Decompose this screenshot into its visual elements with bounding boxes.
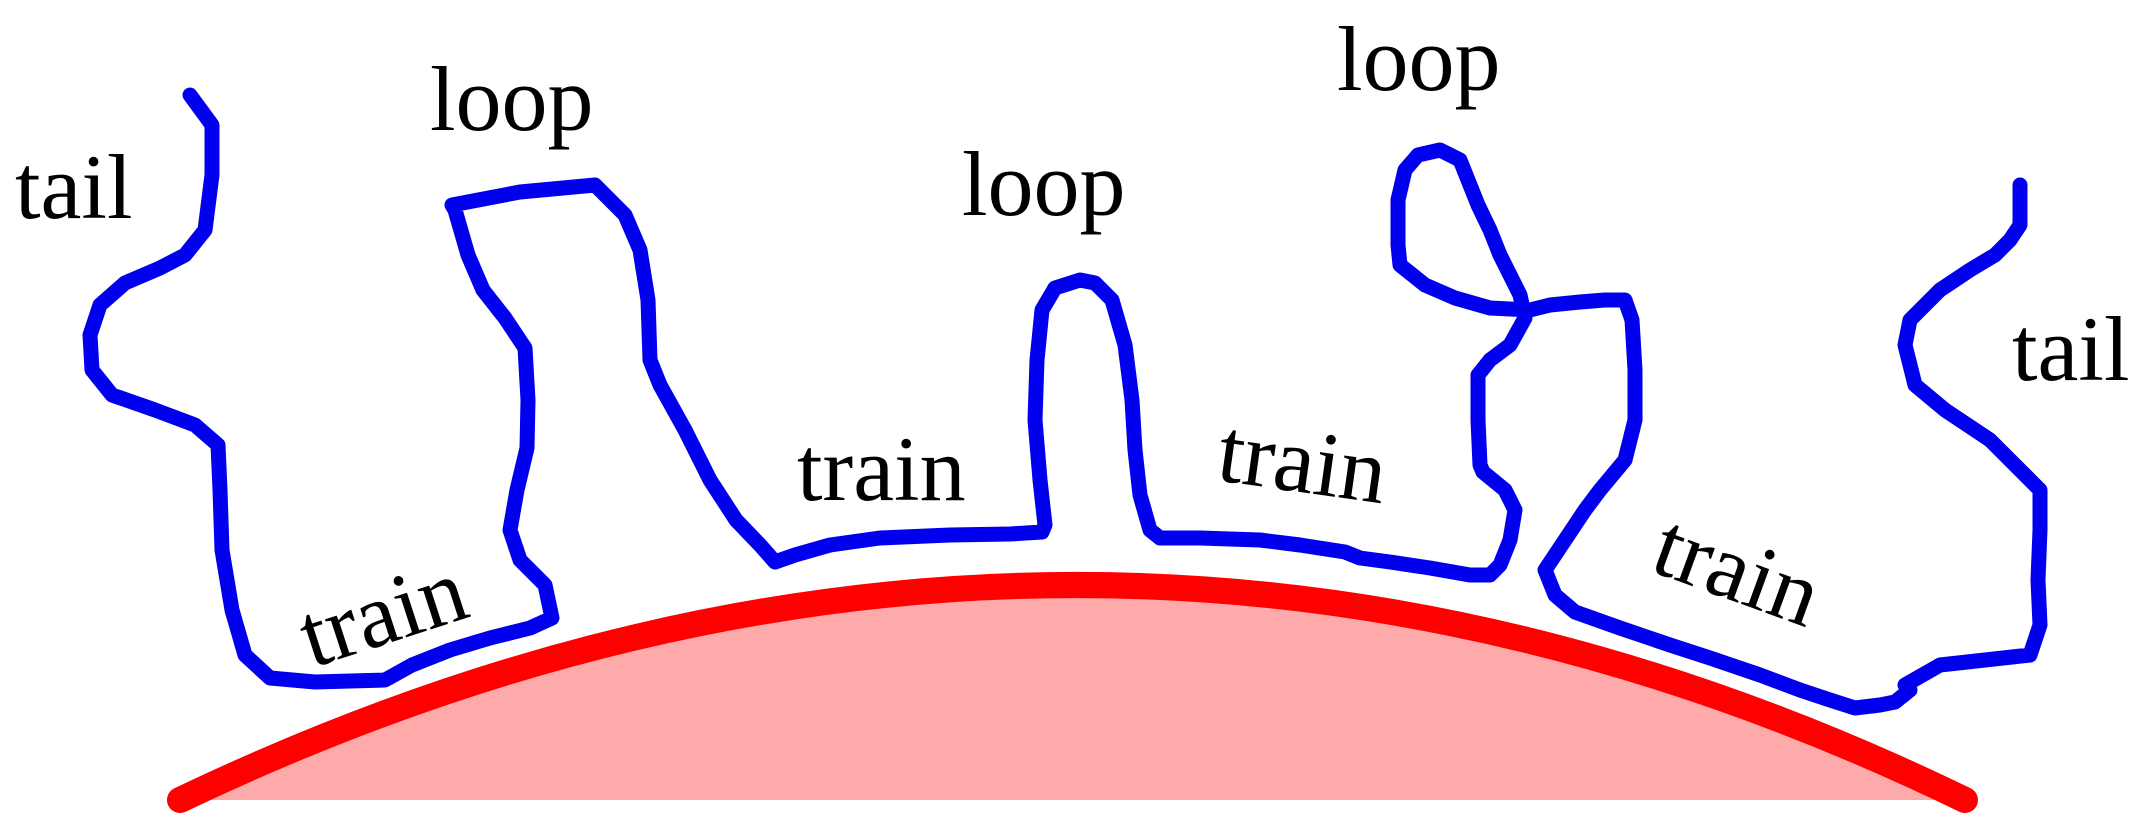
surface-edge <box>167 572 1978 813</box>
label-tail-left: tail <box>15 136 133 238</box>
label-loop-right: loop <box>1337 8 1501 110</box>
polymer-chain <box>82 87 2048 716</box>
label-tail-right: tail <box>2012 298 2130 400</box>
label-train-3: train <box>1212 399 1393 523</box>
label-loop-left: loop <box>430 48 594 150</box>
label-train-1: train <box>287 538 479 687</box>
label-train-2: train <box>797 418 966 520</box>
label-train-4: train <box>1641 493 1834 647</box>
label-loop-middle: loop <box>962 133 1126 235</box>
